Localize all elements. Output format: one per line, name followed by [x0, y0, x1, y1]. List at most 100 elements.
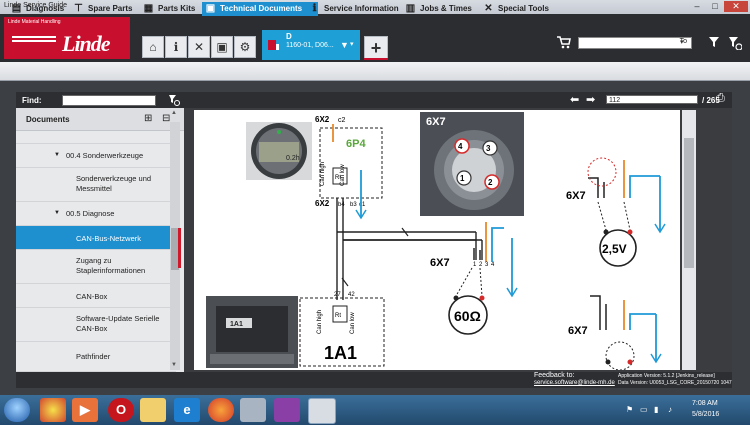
sidebar-item-messmittel[interactable]: Sonderwerkzeuge und Messmittel	[16, 168, 176, 202]
add-tab-button[interactable]: +	[364, 36, 388, 60]
next-page-icon[interactable]: ➡	[586, 94, 596, 106]
maximize-icon[interactable]: □	[712, 1, 718, 11]
minimize-icon[interactable]: –	[694, 1, 700, 11]
page-total: / 265	[702, 96, 720, 105]
chevron-down-icon[interactable]: ▾	[350, 41, 354, 48]
file-explorer-icon[interactable]	[140, 398, 166, 422]
sidebar-item-pathfinder[interactable]: Pathfinder	[16, 342, 176, 372]
connector-6x2-bottom: 6X2	[315, 199, 330, 208]
tab-label: Technical Documents	[220, 4, 303, 13]
module-6p4-box	[319, 127, 383, 199]
meas-connector-label: 6X7	[430, 257, 450, 269]
collapse-tree-icon[interactable]: ⊟	[162, 113, 171, 124]
tab-jobs-times[interactable]: ▥Jobs & Times	[402, 2, 490, 16]
module-1a1-label: 1A1	[324, 343, 357, 363]
volt-connector-label: 6X7	[566, 190, 586, 202]
pin-c1-label: c1	[359, 202, 366, 208]
sidebar-item-label: CAN-Bus-Netzwerk	[76, 234, 142, 243]
sidebar-item-label: Zugang zu Staplerinformationen	[76, 256, 146, 275]
sidebar-item-can-bus-netzwerk[interactable]: CAN-Bus-Netzwerk	[16, 226, 176, 250]
tray-display-icon[interactable]: ▭	[640, 405, 648, 414]
pin-b4-label: b4	[338, 202, 345, 208]
vehicle-tab[interactable]: D 1160-01, D06... ▼ ▾	[262, 30, 360, 60]
info-icon[interactable]: ℹ	[165, 36, 187, 58]
cart-icon[interactable]	[556, 35, 572, 49]
sidebar-item-sonderwerkzeuge[interactable]: ▼ 00.4 Sonderwerkzeuge	[16, 144, 176, 168]
linde-guide-taskbar-icon[interactable]	[308, 398, 336, 424]
find-input[interactable]	[62, 95, 156, 106]
add-tab-underline	[364, 58, 388, 60]
document-scroll-thumb[interactable]	[684, 138, 694, 268]
sidebar-item-label: CAN-Box	[76, 292, 108, 301]
firefox-icon[interactable]	[208, 398, 234, 422]
find-filter-icon[interactable]	[146, 95, 156, 105]
module-1a1-photo: 1A1	[206, 296, 298, 368]
tray-flag-icon[interactable]: ⚑	[626, 405, 634, 414]
filter-icon[interactable]	[708, 36, 720, 48]
find-clear-icon[interactable]	[168, 94, 180, 106]
diagnosis-icon: ▤	[11, 3, 22, 14]
sidebar-item-label: Software-Update Serielle CAN-Box	[76, 314, 160, 333]
print-icon[interactable]: ⎙	[716, 92, 725, 104]
meas-value: 60Ω	[454, 308, 481, 324]
search-scope[interactable]: To	[679, 38, 687, 45]
tools-icon[interactable]: ✕	[188, 36, 210, 58]
ohm-meter	[448, 295, 488, 335]
page-number-input[interactable]: 112	[606, 95, 698, 104]
opera-icon[interactable]: O	[108, 398, 134, 422]
ie-icon[interactable]: e	[174, 398, 200, 422]
media-player-icon[interactable]: ▶	[72, 398, 98, 422]
chrome-icon[interactable]	[40, 398, 66, 422]
home-icon[interactable]: ⌂	[142, 36, 164, 58]
prev-page-icon[interactable]: ⬅	[570, 94, 580, 106]
photo-pin-1: 1	[460, 174, 465, 183]
pin-42-label: 42	[348, 292, 355, 298]
list-item-partial	[16, 130, 176, 144]
sidebar-item-can-box[interactable]: CAN-Box	[16, 284, 176, 308]
status-footer: Feedback to: service.software@linde-mh.d…	[16, 372, 732, 388]
filter-icon[interactable]: ▼	[340, 40, 349, 50]
winrar-icon[interactable]	[274, 398, 300, 422]
clear-filter-icon[interactable]	[728, 36, 742, 50]
expand-arrow-icon[interactable]: ▼	[54, 152, 60, 158]
start-button[interactable]	[4, 398, 30, 422]
pin-27-label: 27	[334, 292, 341, 298]
tab-special-tools[interactable]: ✕Special Tools	[480, 2, 568, 16]
sidebar-item-staplerinformationen[interactable]: Zugang zu Staplerinformationen	[16, 250, 176, 284]
tab-label: Special Tools	[498, 4, 549, 13]
close-icon[interactable]: ✕	[724, 1, 748, 12]
sidebar-item-label: Pathfinder	[76, 352, 111, 361]
tab-spare-parts[interactable]: ⊤Spare Parts	[70, 2, 150, 16]
volt-meter	[599, 229, 637, 267]
scroll-up-icon[interactable]: ▲	[171, 110, 177, 116]
can-high-label-top: Can high	[320, 162, 326, 186]
module-1a1-box	[299, 297, 385, 367]
tab-technical-documents[interactable]: ▣ Technical Documents	[202, 2, 318, 16]
gear-icon[interactable]: ⚙	[234, 36, 256, 58]
linde-logo: Linde Material Handling Linde	[4, 17, 130, 59]
logo-small-text: Linde Material Handling	[8, 19, 61, 25]
find-label: Find:	[22, 96, 42, 105]
spare-parts-icon: ⊤	[74, 3, 83, 14]
sidebar-scroll-thumb[interactable]	[171, 228, 179, 270]
sidebar-item-software-update[interactable]: Software-Update Serielle CAN-Box	[16, 308, 176, 342]
tab-parts-kits[interactable]: ▦Parts Kits	[140, 2, 214, 16]
info-icon: ℹ	[312, 3, 317, 14]
sidebar-item-diagnose[interactable]: ▼ 00.5 Diagnose	[16, 202, 176, 226]
expand-tree-icon[interactable]: ⊞	[144, 113, 153, 124]
find-bar: Find: ⬅ ➡ 112 / 265 ⎙	[16, 92, 732, 108]
search-dropdown-icon[interactable]: ▾	[680, 39, 684, 46]
tray-volume-icon[interactable]: ♪	[668, 405, 672, 414]
forklift-icon[interactable]: ▣	[211, 36, 233, 58]
tray-network-icon[interactable]: ▮	[654, 405, 659, 414]
feedback-email-link[interactable]: service.software@linde-mh.de	[534, 380, 615, 386]
scroll-down-icon[interactable]: ▼	[171, 362, 177, 368]
documents-icon: ▣	[205, 3, 216, 14]
search-input[interactable]: To	[578, 37, 692, 49]
app-window-icon[interactable]	[240, 398, 266, 422]
data-version: Data Version: U0053_LSG_CORE_20150720 10…	[618, 380, 732, 386]
expand-arrow-icon[interactable]: ▼	[54, 210, 60, 216]
tab-diagnosis[interactable]: ▤Diagnosis	[8, 2, 84, 16]
taskbar-time: 7:08 AM	[692, 400, 718, 407]
